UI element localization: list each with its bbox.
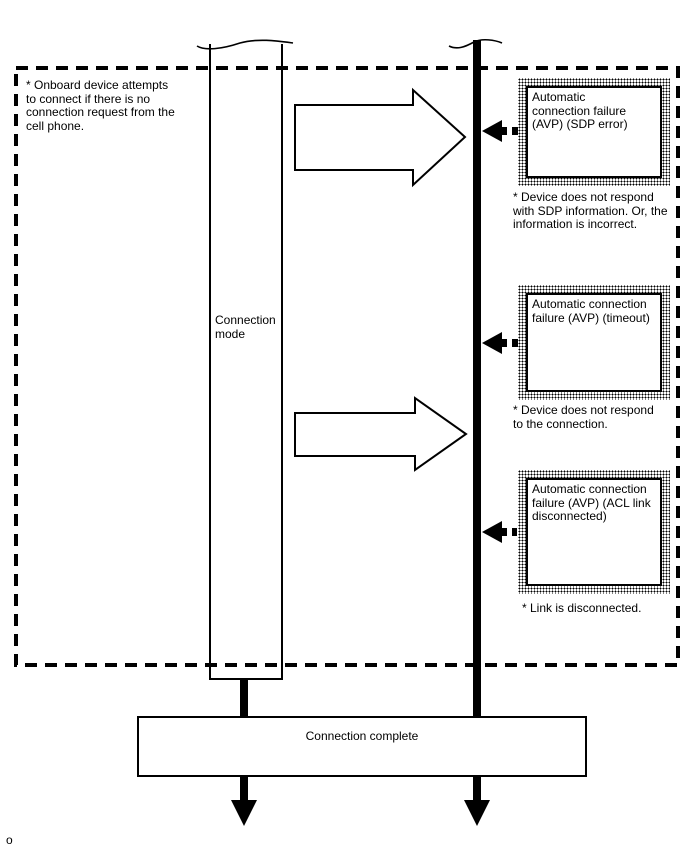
- connection-mode-bar: [209, 44, 283, 680]
- lifeline-connector: [240, 678, 248, 717]
- down-arrow-left-head: [231, 800, 257, 826]
- failure-box-acl-disconnect-label: Automatic connection failure (AVP) (ACL …: [526, 478, 662, 586]
- phone-lifeline: [473, 40, 481, 717]
- failure-arrow-sdp-error: [482, 120, 518, 142]
- page-footnote: o: [6, 833, 13, 847]
- avp-arrow: [294, 396, 468, 472]
- connection-complete-box: Connection complete: [137, 716, 587, 777]
- failure-box-timeout-label: Automatic connection failure (AVP) (time…: [526, 293, 662, 392]
- connection-complete-label: Connection complete: [305, 729, 419, 743]
- failure-box-sdp-error-label: Automatic connection failure (AVP) (SDP …: [526, 86, 662, 178]
- failure-box-sdp-error: Automatic connection failure (AVP) (SDP …: [518, 78, 670, 186]
- down-arrow-left: [231, 777, 257, 826]
- failure-note-acl-disconnect: * Link is disconnected.: [522, 601, 642, 615]
- failure-arrow-timeout: [482, 332, 518, 354]
- failure-note-timeout: * Device does not respond to the connect…: [513, 403, 654, 431]
- down-arrow-right-head: [464, 800, 490, 826]
- failure-note-sdp-error: * Device does not respond with SDP infor…: [513, 190, 668, 231]
- connection-mode-label: Connection mode: [215, 313, 276, 341]
- sdp-arrow-label: SDP information acquisition: [322, 105, 410, 133]
- avp-arrow-label: AVP connection: [320, 419, 405, 433]
- failure-box-acl-disconnect: Automatic connection failure (AVP) (ACL …: [518, 470, 670, 594]
- onboard-note: * Onboard device attempts to connect if …: [26, 78, 175, 133]
- failure-arrow-acl-disconnect: [482, 521, 517, 543]
- break-mark-right-icon: [448, 38, 503, 49]
- down-arrow-right: [464, 777, 490, 826]
- failure-arrow-timeout-head: [482, 332, 502, 354]
- failure-arrow-sdp-error-head: [482, 120, 502, 142]
- failure-arrow-acl-disconnect-head: [482, 521, 502, 543]
- failure-box-timeout: Automatic connection failure (AVP) (time…: [518, 285, 670, 400]
